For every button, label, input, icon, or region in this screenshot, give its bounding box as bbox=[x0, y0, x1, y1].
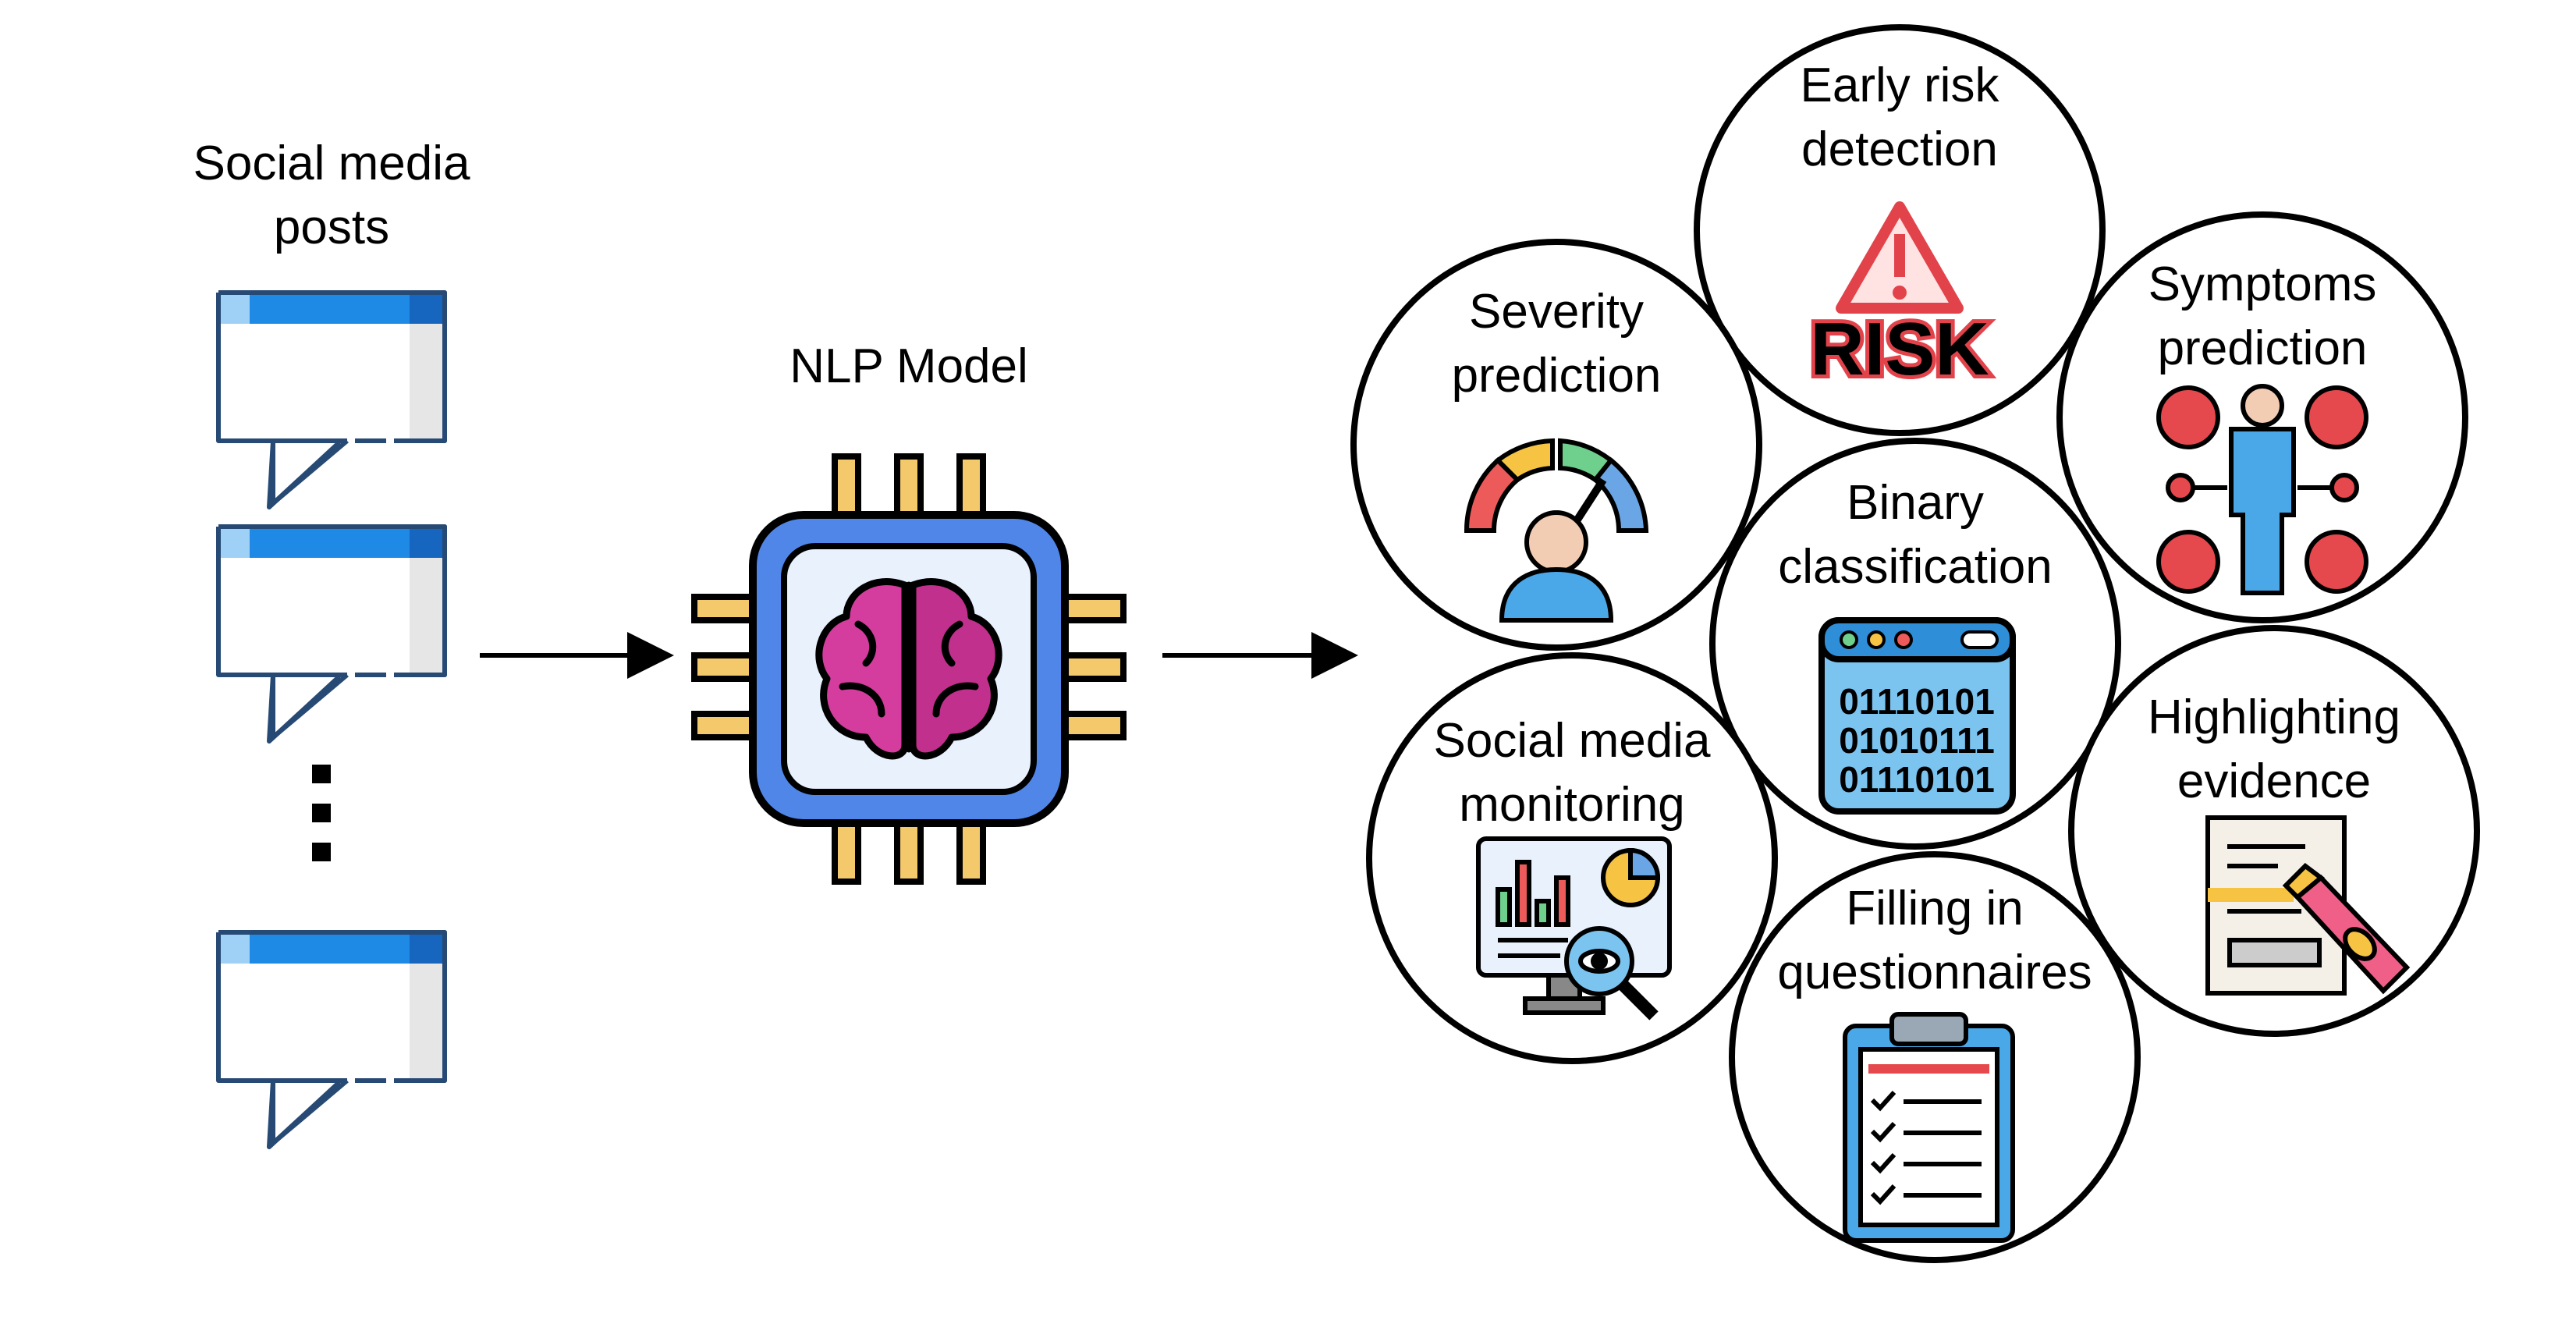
task-label: Binary bbox=[1847, 476, 1984, 530]
input-label-line1: Social media bbox=[193, 137, 470, 190]
task-symptoms-prediction: Symptoms prediction bbox=[2056, 211, 2468, 623]
chip-brain-icon bbox=[691, 453, 1127, 885]
model-section: NLP Model bbox=[691, 339, 1127, 885]
task-label: prediction bbox=[1452, 349, 1662, 403]
binary-code-icon: 01110101 01010111 01110101 bbox=[1818, 617, 2016, 815]
clipboard-checklist-icon bbox=[1843, 1012, 2015, 1243]
task-binary-classification: Binary classification 01110101 01010111 … bbox=[1709, 438, 2121, 850]
task-label: prediction bbox=[2158, 321, 2368, 375]
task-label: questionnaires bbox=[1777, 946, 2092, 999]
task-label: Highlighting bbox=[2148, 690, 2400, 744]
symptoms-body-icon bbox=[2156, 384, 2368, 595]
chat-bubble-icon bbox=[218, 932, 445, 1147]
task-label: evidence bbox=[2177, 754, 2371, 808]
task-label: Severity bbox=[1469, 285, 1644, 339]
binary-row: 01110101 bbox=[1839, 681, 1995, 722]
task-label: Social media bbox=[1434, 714, 1711, 768]
binary-row: 01110101 bbox=[1839, 759, 1995, 800]
input-section: Social media posts bbox=[193, 137, 470, 1147]
task-label: Early risk bbox=[1801, 59, 2000, 112]
gauge-person-icon bbox=[1464, 438, 1649, 623]
chat-bubble-icon bbox=[218, 293, 445, 507]
task-label: Filling in bbox=[1846, 882, 2023, 935]
task-early-risk-detection: Early risk detection RISK bbox=[1694, 24, 2106, 436]
ellipsis-dots bbox=[312, 765, 331, 861]
binary-row: 01010111 bbox=[1839, 720, 1995, 761]
tasks-section: Early risk detection RISK Severity predi… bbox=[1350, 24, 2480, 1263]
risk-warning-icon: RISK bbox=[1806, 201, 1993, 395]
task-label: classification bbox=[1778, 540, 2052, 594]
task-label: Symptoms bbox=[2148, 257, 2377, 311]
input-label-line2: posts bbox=[274, 201, 389, 254]
chat-bubble-icon bbox=[218, 527, 445, 741]
task-highlighting-evidence: Highlighting evidence bbox=[2068, 625, 2480, 1037]
task-label: detection bbox=[1801, 122, 1998, 176]
task-severity-prediction: Severity prediction bbox=[1350, 239, 1762, 651]
task-label: monitoring bbox=[1459, 778, 1684, 832]
monitoring-dashboard-icon bbox=[1476, 836, 1672, 1021]
task-social-media-monitoring: Social media monitoring bbox=[1366, 652, 1778, 1064]
task-filling-in-questionnaires: Filling in questionnaires bbox=[1729, 851, 2141, 1263]
model-label: NLP Model bbox=[789, 339, 1028, 393]
risk-text: RISK bbox=[1810, 307, 1989, 391]
highlighter-document-icon bbox=[2205, 815, 2411, 996]
